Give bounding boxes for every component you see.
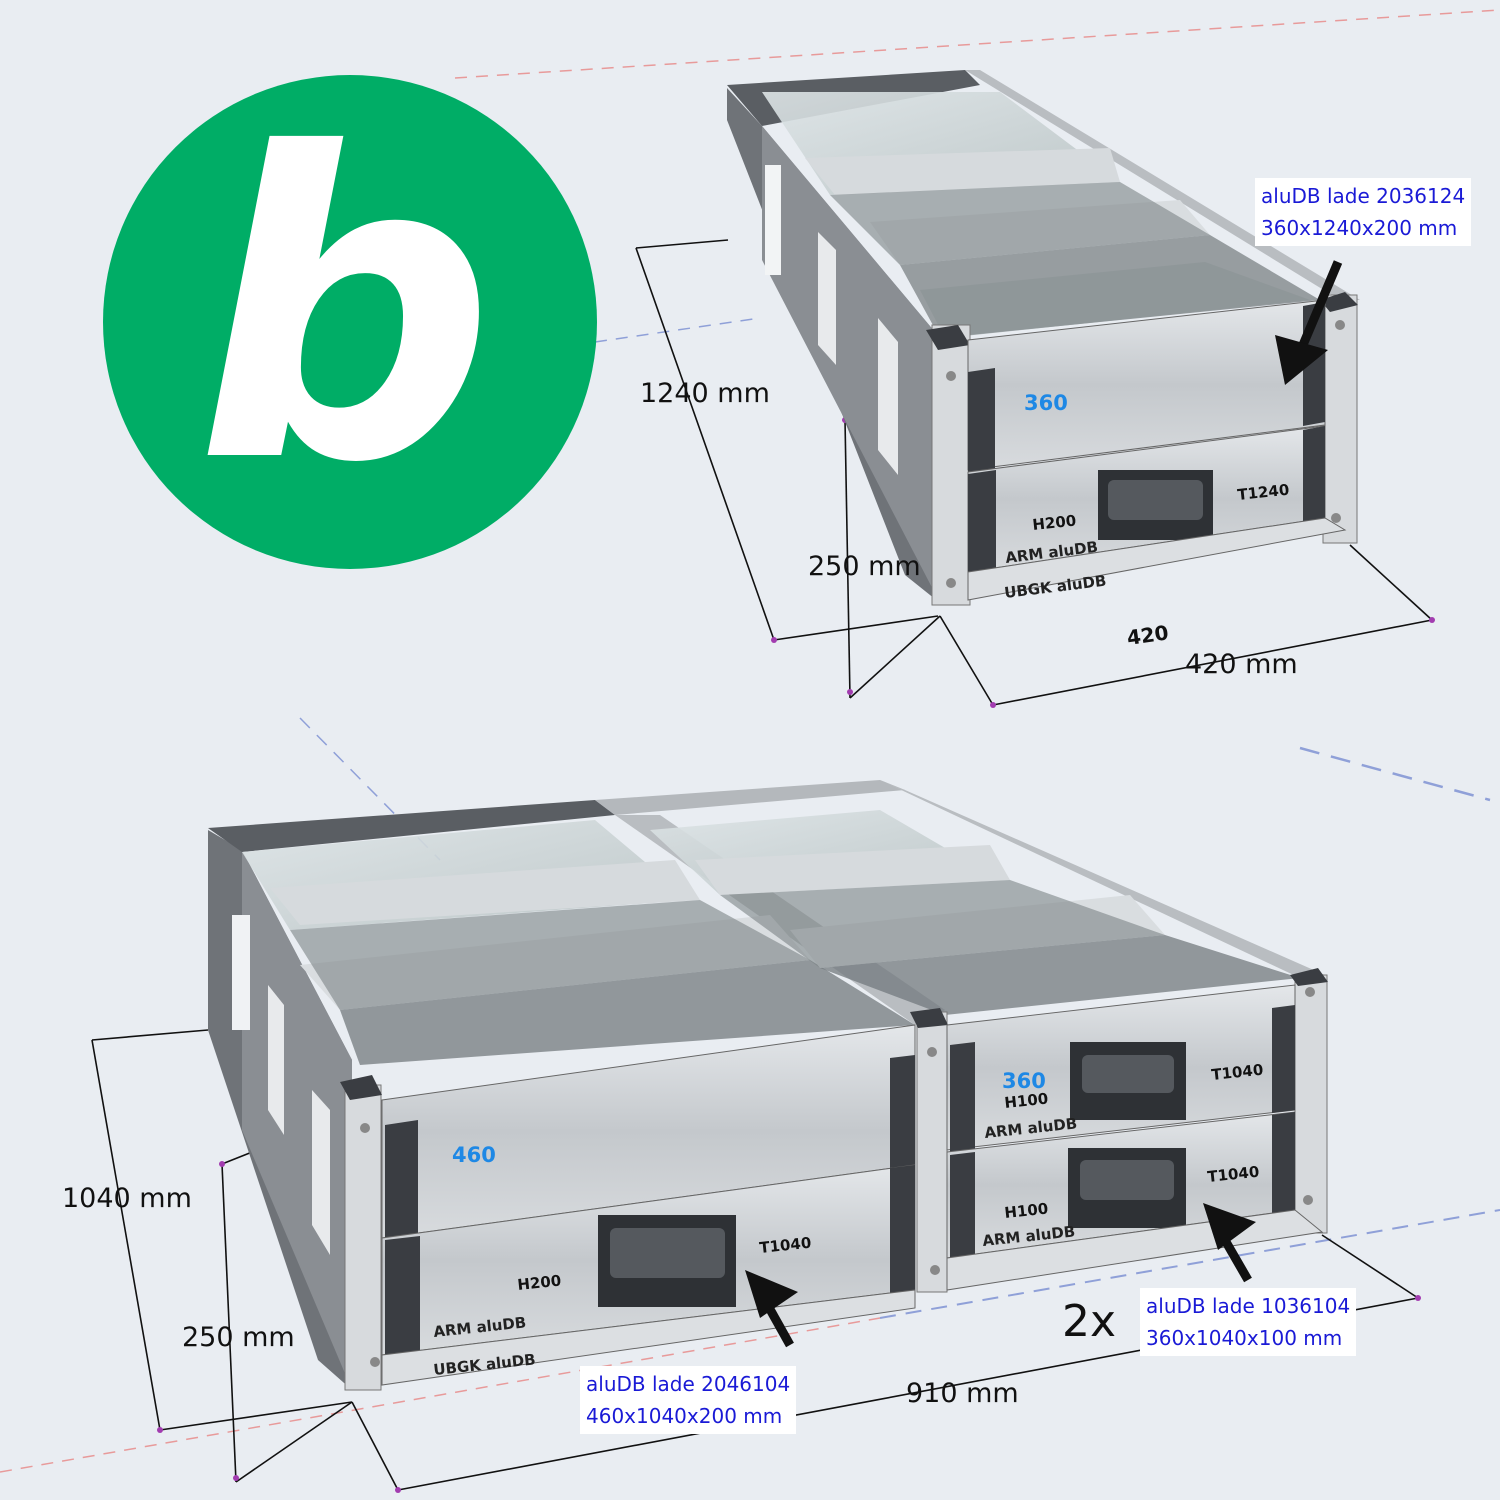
bottom-right-callout-arrow	[1203, 1203, 1256, 1283]
top-callout-line1: aluDB lade 2036124	[1261, 184, 1466, 208]
bottom-left-callout-line2: 460x1040x200 mm	[586, 1404, 783, 1428]
bottom-right-callout-line1: aluDB lade 1036104	[1146, 1294, 1351, 1318]
top-width-label: 420 mm	[1185, 649, 1298, 680]
top-unit: 1240 mm 250 mm 420 mm 420 360 H200 T1240…	[635, 70, 1435, 708]
bottom-left-base	[381, 1289, 916, 1386]
brand-logo: b	[103, 66, 597, 569]
top-depth-label: 1240 mm	[640, 378, 770, 409]
top-callout-line2: 360x1240x200 mm	[1261, 216, 1458, 240]
top-drawer-callout: aluDB lade 2036124 360x1240x200 mm	[1255, 178, 1472, 246]
bottom-unit: 1040 mm 250 mm 910 mm 460 H200 T1040 ARM…	[62, 780, 1421, 1493]
bottom-left-callout-arrow	[745, 1270, 798, 1348]
bottom-height-label: 250 mm	[182, 1322, 295, 1353]
bottom-right-callout-line2: 360x1040x100 mm	[1146, 1326, 1343, 1350]
bottom-left-drawer-callout: aluDB lade 2046104 460x1040x200 mm	[580, 1366, 797, 1434]
bottom-right-drawer-callout: aluDB lade 1036104 360x1040x100 mm	[1140, 1288, 1357, 1356]
top-height-label: 250 mm	[808, 551, 921, 582]
bottom-left-width-label: 460	[452, 1143, 496, 1167]
logo-letter: b	[195, 66, 496, 555]
top-callout-arrow	[1275, 260, 1343, 385]
top-drawer-width-label: 360	[1024, 391, 1068, 415]
bottom-left-depth-code: T1040	[759, 1234, 813, 1257]
top-width-small-label: 420	[1125, 620, 1170, 650]
quantity-multiplier: 2x	[1062, 1296, 1117, 1347]
top-base	[967, 517, 1347, 601]
bottom-right-lower-height-code: H100	[1004, 1199, 1050, 1221]
bottom-right-upper-depth-code: T1040	[1211, 1061, 1265, 1084]
bottom-left-height-code: H200	[517, 1271, 563, 1293]
bottom-right-lower-depth-code: T1040	[1207, 1163, 1261, 1186]
guide-lines	[0, 9, 1500, 1473]
bottom-right-upper-height-code: H100	[1004, 1089, 1050, 1111]
bottom-depth-label: 1040 mm	[62, 1183, 192, 1214]
bottom-width-label: 910 mm	[906, 1378, 1019, 1409]
bottom-dimension-points	[157, 1161, 1421, 1493]
top-depth-code: T1240	[1237, 481, 1291, 504]
bottom-left-callout-line1: aluDB lade 2046104	[586, 1372, 791, 1396]
top-height-code: H200	[1032, 511, 1078, 533]
bottom-right-width-label: 360	[1002, 1069, 1046, 1093]
